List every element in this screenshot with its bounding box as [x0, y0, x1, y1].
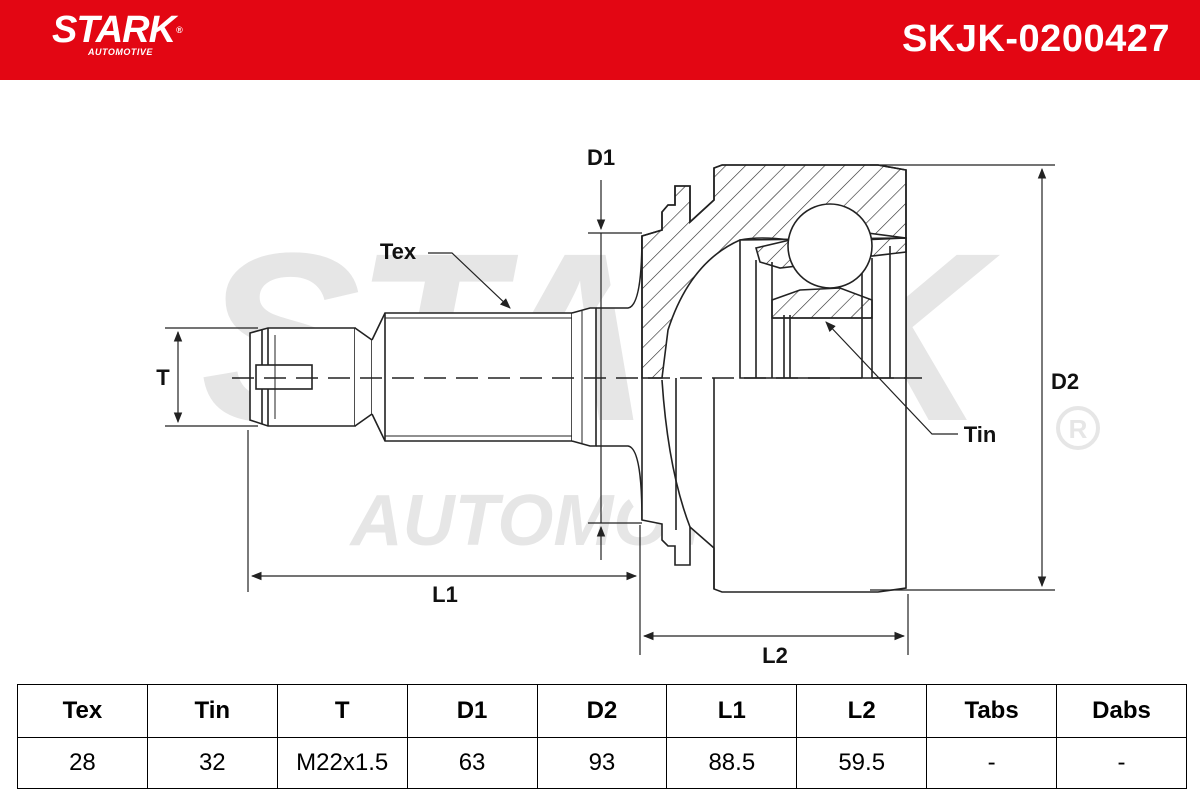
spec-value-dabs: - [1056, 737, 1187, 789]
brand-registered-mark: ® [176, 25, 183, 35]
dimension-l2 [642, 594, 909, 655]
label-t: T [156, 365, 170, 390]
spec-header-l1: L1 [666, 684, 798, 738]
spec-value-l1: 88.5 [666, 737, 798, 789]
spec-header-d1: D1 [406, 684, 538, 738]
spec-header-tabs: Tabs [926, 684, 1057, 738]
spec-value-tabs: - [926, 737, 1057, 789]
label-l2: L2 [762, 643, 788, 668]
spec-header-l2: L2 [796, 684, 928, 738]
dimension-l1 [247, 430, 641, 655]
spec-header-tex: Tex [17, 684, 148, 738]
leader-tin [825, 321, 958, 435]
part-number: SKJK-0200427 [902, 18, 1170, 60]
spec-table-value-row: 28 32 M22x1.5 63 93 88.5 59.5 - - [17, 737, 1187, 789]
label-l1: L1 [432, 582, 458, 607]
spec-value-tin: 32 [146, 737, 278, 789]
spec-header-dabs: Dabs [1056, 684, 1187, 738]
label-d1: D1 [587, 145, 615, 170]
spec-value-l2: 59.5 [796, 737, 928, 789]
brand-subtitle: AUTOMOTIVE [88, 47, 153, 57]
spec-value-tex: 28 [17, 737, 148, 789]
spec-value-d2: 93 [536, 737, 668, 789]
ball-element [787, 203, 873, 289]
brand-logo: STARK® AUTOMOTIVE [52, 9, 183, 57]
spec-value-d1: 63 [406, 737, 538, 789]
spec-header-tin: Tin [146, 684, 278, 738]
cv-joint-bell-housing [641, 164, 907, 593]
watermark-registered-icon [1056, 406, 1100, 450]
label-d2: D2 [1051, 369, 1079, 394]
watermark-registered: R [1069, 414, 1088, 444]
label-tex: Tex [380, 239, 417, 264]
brand-name: STARK [52, 9, 176, 51]
label-tin: Tin [964, 422, 997, 447]
leader-tex [428, 252, 511, 309]
spec-table: Tex Tin T D1 D2 L1 L2 Tabs Dabs 28 32 M2… [17, 684, 1187, 789]
dimension-d1 [588, 180, 642, 560]
dimension-t [165, 327, 258, 427]
spec-table-header-row: Tex Tin T D1 D2 L1 L2 Tabs Dabs [17, 684, 1187, 738]
cv-joint-drawing: STARK AUTOMOTIVE R [156, 145, 1100, 668]
header-bar: STARK® AUTOMOTIVE SKJK-0200427 [0, 0, 1200, 80]
spec-value-t: M22x1.5 [276, 737, 408, 789]
dimension-d2 [870, 164, 1055, 591]
spec-header-t: T [276, 684, 408, 738]
cv-joint-shaft [249, 235, 643, 521]
spec-header-d2: D2 [536, 684, 668, 738]
